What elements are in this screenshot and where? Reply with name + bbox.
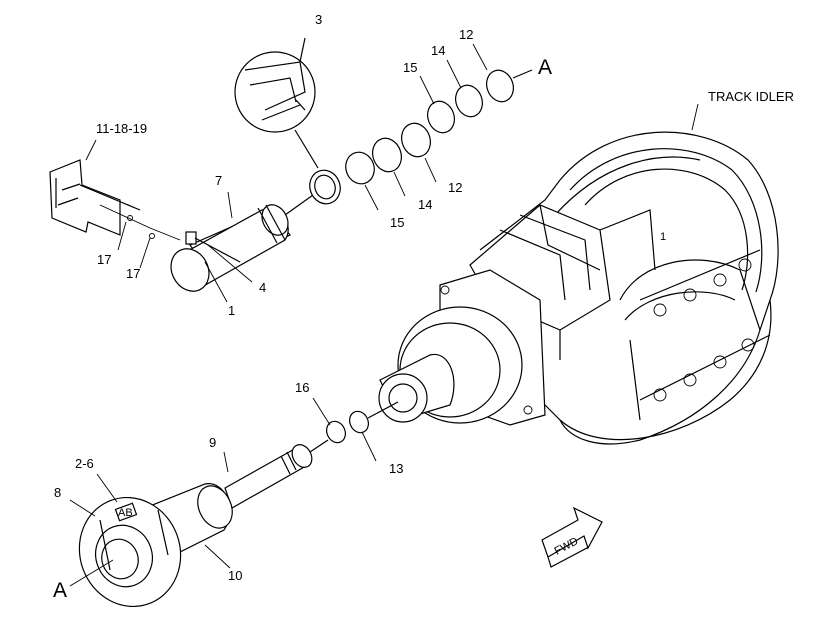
nameplate-2-6 bbox=[114, 502, 138, 522]
label-part-10: 10 bbox=[228, 568, 242, 583]
idler-wheel-rim bbox=[539, 131, 779, 445]
label-part-16: 16 bbox=[295, 380, 309, 395]
ring-15-lower bbox=[345, 151, 375, 185]
seal-ring-3 bbox=[309, 169, 341, 205]
label-ref-a-top: A bbox=[538, 56, 552, 79]
ring-12-lower bbox=[401, 122, 431, 158]
endcap-part-8 bbox=[78, 496, 182, 608]
cap-part-1 bbox=[170, 248, 210, 292]
label-part-2-6: 2-6 bbox=[75, 456, 94, 471]
idler-part-mark: 1 bbox=[660, 231, 666, 243]
part-callouts: TRACK IDLER A A 3 12 14 15 15 14 12 11-1… bbox=[53, 12, 794, 602]
label-track-idler: TRACK IDLER bbox=[708, 89, 794, 104]
o-ring-13 bbox=[349, 410, 369, 434]
label-part-14-bottom: 14 bbox=[418, 197, 432, 212]
label-ref-a-bottom: A bbox=[53, 579, 67, 602]
grease-fitting-4 bbox=[185, 231, 197, 245]
leader-a-top bbox=[512, 69, 533, 79]
label-part-15-top: 15 bbox=[403, 60, 417, 75]
label-part-12-bottom: 12 bbox=[448, 180, 462, 195]
ring-15-upper bbox=[427, 100, 455, 134]
idler-bolts bbox=[653, 258, 755, 402]
ring-14-lower bbox=[372, 137, 402, 173]
nameplate-mark: AB bbox=[118, 507, 133, 519]
label-part-9: 9 bbox=[209, 435, 216, 450]
cotter-pin-17a bbox=[127, 215, 133, 221]
label-part-8: 8 bbox=[54, 485, 61, 500]
label-part-17-a: 17 bbox=[97, 252, 111, 267]
ring-12-upper bbox=[486, 69, 514, 103]
cap-and-sleeve bbox=[170, 189, 321, 292]
cotter-pin-17b bbox=[149, 233, 155, 239]
label-part-15-bottom: 15 bbox=[390, 215, 404, 230]
label-part-12-top: 12 bbox=[459, 27, 473, 42]
o-ring-16 bbox=[326, 420, 346, 444]
label-part-13: 13 bbox=[389, 461, 403, 476]
label-part-1: 1 bbox=[228, 303, 235, 318]
o-rings bbox=[326, 401, 399, 444]
label-part-11-18-19: 11-18-19 bbox=[96, 121, 147, 136]
label-part-17-b: 17 bbox=[126, 266, 140, 281]
forward-arrow: FWD bbox=[541, 506, 603, 568]
track-idler-assembly: 1 bbox=[378, 131, 779, 445]
shaft-part-9 bbox=[224, 439, 329, 509]
label-part-7: 7 bbox=[215, 173, 222, 188]
leader-lines bbox=[69, 43, 699, 587]
detail-view-3 bbox=[234, 37, 319, 169]
bracket-part bbox=[49, 159, 181, 241]
collar-and-endcap: AB bbox=[78, 483, 233, 608]
ring-14-upper bbox=[455, 84, 483, 118]
seal-rings bbox=[309, 69, 533, 205]
label-part-14-top: 14 bbox=[431, 43, 445, 58]
label-part-3: 3 bbox=[315, 12, 322, 27]
label-part-4: 4 bbox=[259, 280, 266, 295]
